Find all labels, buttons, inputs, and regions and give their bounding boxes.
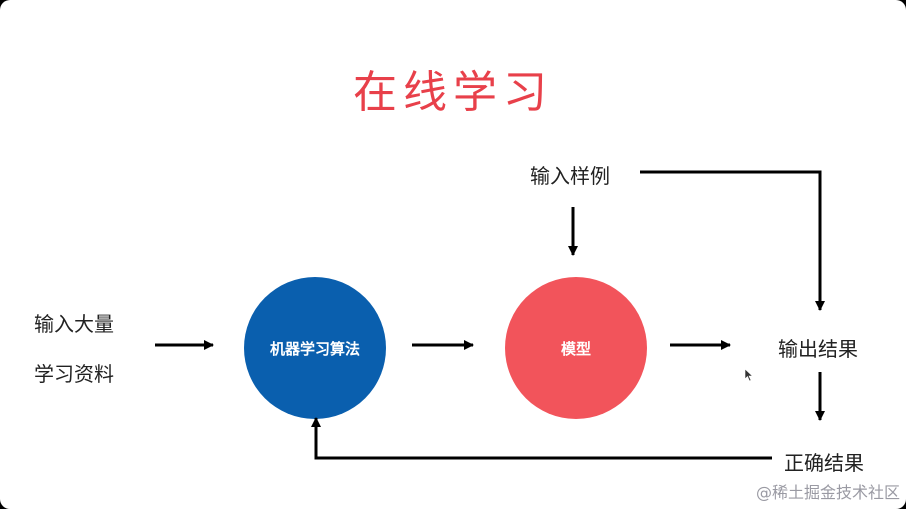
output-result-label: 输出结果 (778, 337, 858, 361)
model-node: 模型 (505, 277, 647, 419)
sample-input-label: 输入样例 (530, 164, 610, 188)
input-data-label-line2: 学习资料 (34, 362, 114, 386)
ml-algorithm-node: 机器学习算法 (244, 277, 386, 419)
arrow-feedback-to-algorithm (311, 417, 772, 460)
correct-result-label: 正确结果 (784, 451, 864, 475)
slide-title: 在线学习 (353, 67, 553, 118)
ml-algorithm-label: 机器学习算法 (269, 339, 360, 358)
model-label: 模型 (560, 339, 591, 358)
watermark: @稀土掘金技术社区 (755, 483, 900, 502)
arrow-sample-to-output (640, 170, 825, 311)
input-data-label-line1: 输入大量 (34, 312, 114, 336)
mouse-cursor-icon (744, 368, 754, 382)
